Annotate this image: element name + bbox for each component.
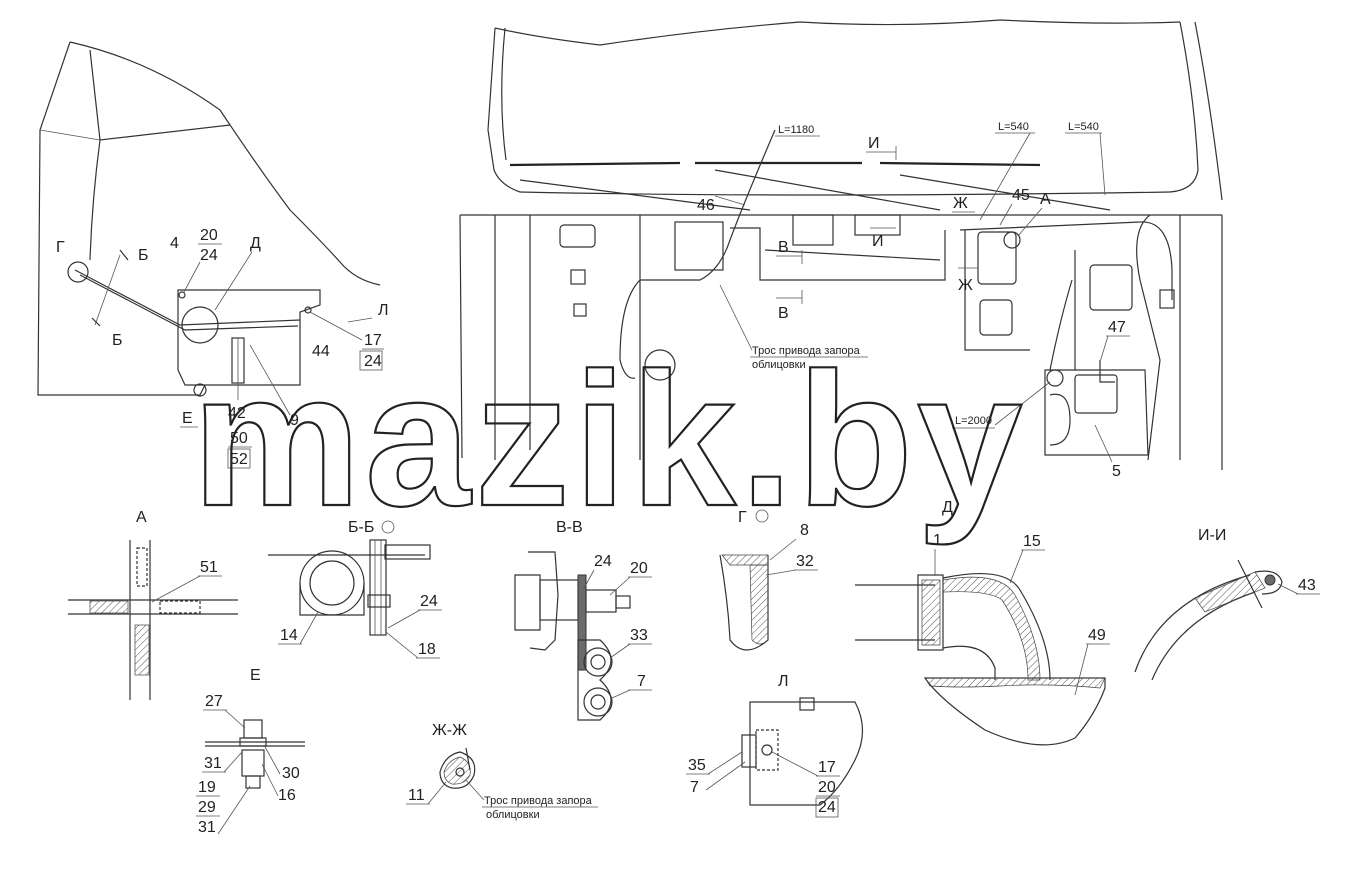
section-bb: Б-Б 14 24 18 [268,519,442,659]
cable-zz-label-line-2: облицовки [486,809,540,821]
num-17b: 17 [818,759,836,776]
cable-zz-label-line-1: Трос привода запора [484,795,593,807]
num-24d: 24 [594,553,612,570]
num-24a: 24 [200,247,218,264]
letter-i-bottom: И [872,233,884,250]
num-47: 47 [1108,319,1126,336]
num-18: 18 [418,641,436,658]
letter-zh-bottom: Ж [958,277,973,294]
num-24e: 24 [818,799,836,816]
cab-view-labels: L=1180 L=540 L=540 L=2000 И И 46 В В Ж Ж… [697,121,1130,480]
num-50: 50 [230,430,248,447]
num-35: 35 [688,757,706,774]
num-30: 30 [282,765,300,782]
cab-front-view [459,19,1223,470]
section-zhzh: Ж-Ж 11 Трос привода запора облицовки [406,722,598,821]
num-5: 5 [1112,463,1121,480]
section-a: А 51 [68,509,238,700]
section-l: Л 35 7 17 20 24 [686,673,864,818]
num-44: 44 [312,343,330,360]
section-d: Д 1 15 49 [855,499,1110,746]
num-15: 15 [1023,533,1041,550]
letter-b-top: Б [138,247,149,264]
num-33: 33 [630,627,648,644]
num-7a: 7 [637,673,646,690]
num-20b: 20 [630,560,648,577]
letter-a: А [1040,191,1051,208]
num-51: 51 [200,559,218,576]
num-11: 11 [408,787,425,804]
letter-zh-top: Ж [953,195,968,212]
section-g: Г 8 32 [719,509,818,651]
num-45: 45 [1012,187,1030,204]
num-52: 52 [230,451,248,468]
num-32: 32 [796,553,814,570]
letter-l: Л [378,302,389,319]
num-31a: 31 [204,755,222,772]
section-d-title: Д [942,499,953,516]
letter-e: Е [182,410,193,427]
length-2000: L=2000 [955,415,992,427]
section-g-title: Г [738,509,747,526]
section-e: Е 27 31 30 16 19 29 31 [196,667,305,836]
section-vv: В-В 24 20 33 7 [514,519,652,721]
num-7b: 7 [690,779,699,796]
section-e-title: Е [250,667,261,684]
letter-d: Д [250,235,261,252]
num-1: 1 [933,532,942,549]
num-27: 27 [205,693,223,710]
num-19: 19 [198,779,216,796]
num-42: 42 [228,405,246,422]
num-46: 46 [697,197,715,214]
num-14: 14 [280,627,298,644]
section-l-title: Л [778,673,789,690]
cable-label-line-1: Трос привода запора [752,345,861,357]
num-4: 4 [170,235,179,252]
num-49: 49 [1088,627,1106,644]
num-16: 16 [278,787,296,804]
letter-v-bottom: В [778,305,789,322]
letter-g: Г [56,239,65,256]
length-540-b: L=540 [1068,121,1099,133]
left-view-labels: Г Б Б 4 20 24 Д Л 17 24 44 9 Е 42 50 52 [56,227,389,469]
section-vv-title: В-В [556,519,583,536]
num-20a: 20 [200,227,218,244]
section-a-title: А [136,509,147,526]
num-9: 9 [290,412,299,429]
letter-v-top: В [778,239,789,256]
section-zhzh-title: Ж-Ж [432,722,467,739]
num-29: 29 [198,799,216,816]
num-31b: 31 [198,819,216,836]
length-1180: L=1180 [778,124,814,136]
watermark: mazik.by [192,334,1027,546]
cable-label-line-2: облицовки [752,359,806,371]
length-540-a: L=540 [998,121,1029,133]
section-ii-title: И-И [1198,527,1226,544]
num-8: 8 [800,522,809,539]
num-24c: 24 [420,593,438,610]
left-side-view [37,41,381,416]
num-24b: 24 [364,353,382,370]
section-ii: И-И 43 [1134,527,1320,681]
letter-i-top: И [868,135,880,152]
num-43: 43 [1298,577,1316,594]
letter-b-bottom: Б [112,332,123,349]
section-bb-title: Б-Б [348,519,374,536]
num-20c: 20 [818,779,836,796]
num-17a: 17 [364,332,382,349]
